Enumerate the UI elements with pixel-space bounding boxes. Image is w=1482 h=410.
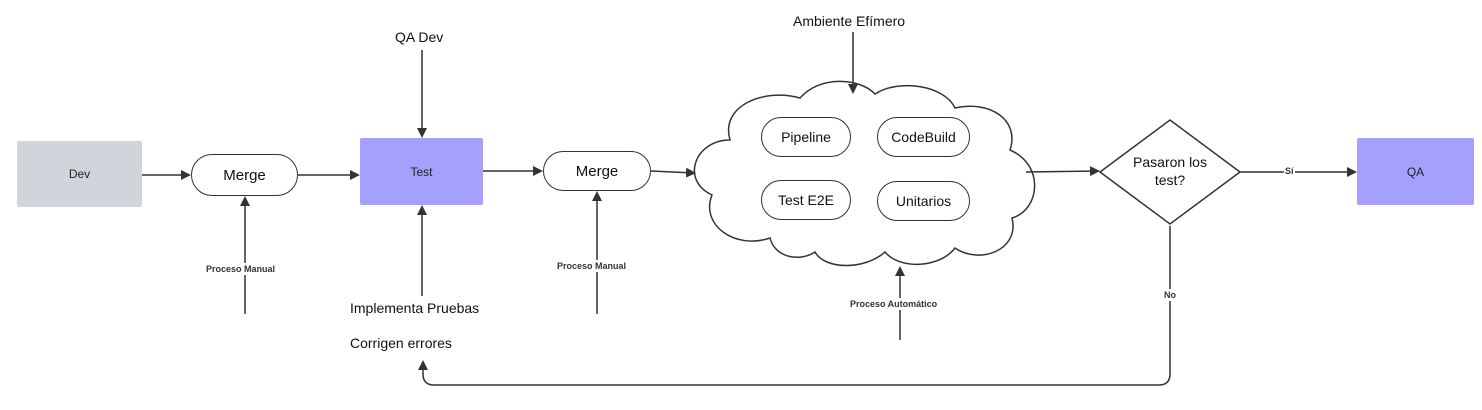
qa-dev-label: QA Dev [395, 29, 444, 45]
pipeline-node: Pipeline [761, 117, 851, 157]
corrigen-errores-label: Corrigen errores [350, 335, 452, 351]
proceso-automatico-label: Proceso Automático [850, 298, 938, 310]
test-e2e-node: Test E2E [761, 180, 851, 220]
codebuild-node: CodeBuild [877, 117, 970, 157]
ambiente-efimero-label: Ambiente Efímero [793, 13, 906, 29]
merge-node-2: Merge [543, 151, 651, 191]
merge-node-1: Merge [191, 154, 298, 196]
arrow-cloud-decision [1025, 166, 1100, 177]
no-label: No [1164, 289, 1176, 301]
arrow-no-loop [418, 226, 1171, 386]
decision-diamond [1098, 119, 1242, 225]
test-node: Test [360, 138, 483, 205]
qa-node: QA [1357, 138, 1474, 205]
unitarios-node: Unitarios [877, 181, 970, 221]
implementa-pruebas-label: Implementa Pruebas [350, 300, 480, 316]
si-label: Sí [1284, 166, 1295, 176]
arrow-merge-cloud [650, 167, 696, 178]
proceso-manual-label-1: Proceso Manual [206, 263, 276, 275]
ephemeral-environment-cloud [693, 80, 1036, 267]
dev-node: Dev [17, 141, 142, 207]
proceso-manual-label-2: Proceso Manual [557, 260, 627, 272]
decision-label: Pasaron los test? [1133, 154, 1207, 188]
